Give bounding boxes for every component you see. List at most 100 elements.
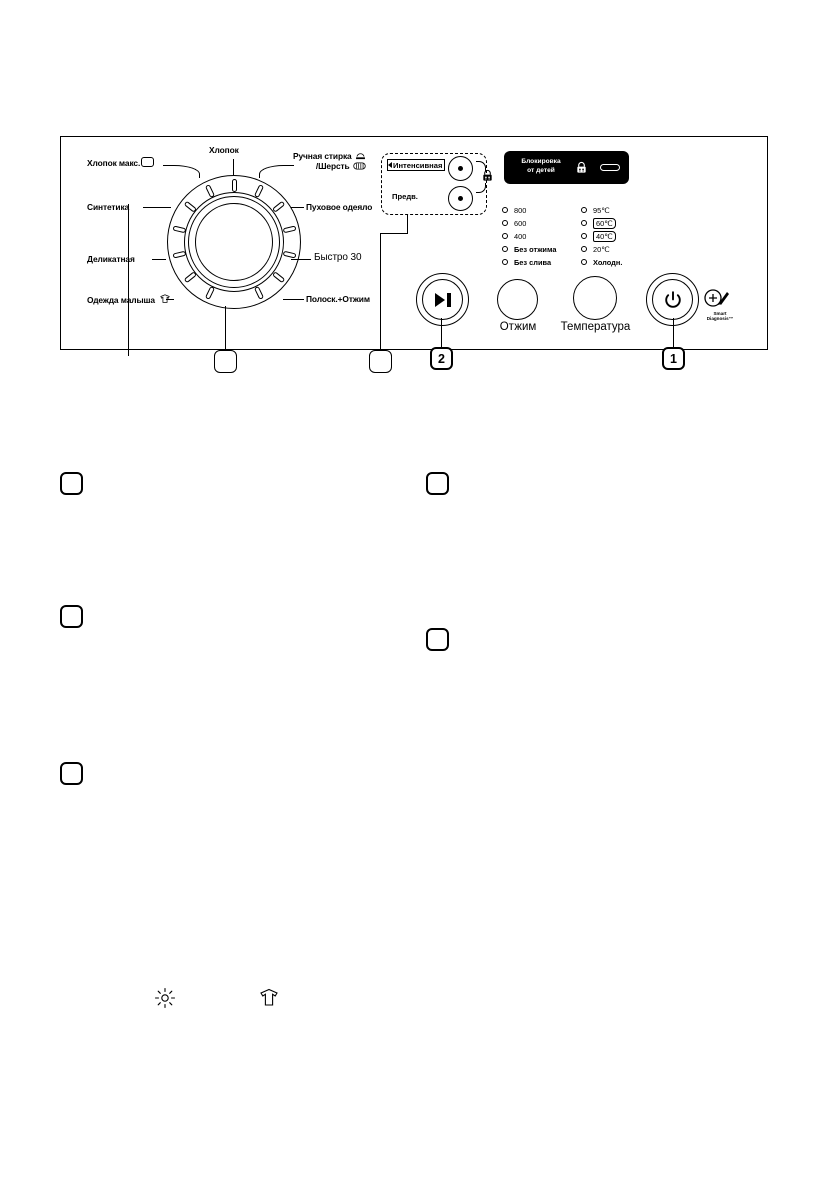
- led-label: 400: [514, 232, 527, 241]
- prewash-option-button[interactable]: [448, 186, 473, 211]
- dial-knob[interactable]: [195, 203, 273, 281]
- led-indicator: [502, 220, 508, 226]
- sparkle-icon: [154, 987, 176, 1009]
- spin-button-caption: Отжим: [499, 321, 537, 333]
- power-button[interactable]: [652, 279, 693, 320]
- led-label: 800: [514, 206, 527, 215]
- leader-line-synthetics: [143, 207, 171, 209]
- program-selector-dial[interactable]: [167, 175, 301, 309]
- dial-label-duvet: Пуховое одеяло: [306, 202, 373, 212]
- lock-brace-top: [476, 161, 486, 171]
- callout-line-1: [673, 318, 675, 352]
- dial-mid-ring: [184, 192, 284, 292]
- leader-line-delicate: [152, 259, 166, 261]
- led-row[interactable]: Без отжима: [502, 245, 556, 258]
- section-marker-c[interactable]: [60, 605, 83, 628]
- pause-bar: [447, 292, 451, 307]
- start-pause-outer-ring: [416, 273, 469, 326]
- callout-line-2: [441, 318, 443, 352]
- spin-speed-indicators: 800 600 400 Без отжима Без слива: [502, 206, 556, 271]
- temperature-button[interactable]: [573, 276, 617, 320]
- spin-button[interactable]: [497, 279, 538, 320]
- lcd-line-1: Блокировка: [521, 158, 561, 165]
- lcd-display: Блокировка от детей: [504, 151, 629, 184]
- option-buttons-group: [381, 153, 487, 215]
- leader-line-baby-clothes: [166, 299, 174, 301]
- section-marker-e[interactable]: [60, 762, 83, 785]
- dial-label-quick30: Быстро 30: [314, 252, 362, 263]
- callout-line-dial: [225, 306, 227, 352]
- callout-marker-1[interactable]: 1: [662, 347, 685, 370]
- prewash-option-label: Предв.: [392, 192, 418, 201]
- dial-label-cotton-max: Хлопок макс.: [87, 157, 155, 168]
- led-indicator: [581, 220, 587, 226]
- washer-control-panel: Хлопок Хлопок макс. Синтетика Деликатная…: [60, 136, 768, 356]
- callout-marker-2[interactable]: 2: [430, 347, 453, 370]
- led-row[interactable]: 20℃: [581, 245, 622, 258]
- dial-label-handwash-wool: Ручная стирка /Шерсть: [293, 151, 366, 171]
- dial-label-rinse-spin: Полоск.+Отжим: [306, 294, 370, 304]
- dial-pointer-line: [128, 204, 130, 356]
- leader-line-rinse-spin: [283, 299, 304, 301]
- lock-brace-bottom: [476, 183, 486, 193]
- led-row[interactable]: 600: [502, 219, 556, 232]
- led-label: Без слива: [514, 258, 552, 267]
- sparkle-icon-wrap: [152, 985, 178, 1016]
- led-label: Холодн.: [593, 258, 623, 267]
- led-row[interactable]: 800: [502, 206, 556, 219]
- section-marker-b[interactable]: [426, 472, 449, 495]
- temperature-indicators: 95℃ 60℃ 40℃ 20℃ Холодн.: [581, 206, 622, 271]
- temperature-button-caption: Температура: [560, 321, 631, 333]
- led-indicator: [581, 246, 587, 252]
- led-indicator: [502, 246, 508, 252]
- leader-line-cotton-max: [163, 165, 200, 178]
- intensive-option-label: Интенсивная: [387, 159, 446, 171]
- intensive-option-text: Интенсивная: [393, 160, 443, 170]
- lcd-child-lock-label: Блокировка от детей: [515, 158, 567, 175]
- section-marker-d[interactable]: [426, 628, 449, 651]
- leader-line-handwash: [259, 165, 294, 178]
- smart-diagnosis-caption: Smart Diagnosis™: [697, 311, 743, 322]
- led-row[interactable]: 400: [502, 232, 556, 245]
- power-icon: [664, 290, 681, 308]
- hand-wash-icon: [355, 153, 365, 160]
- dial-label-handwash-text: Ручная стирка: [293, 151, 352, 161]
- dial-label-synthetics: Синтетика: [87, 202, 130, 212]
- segment-pill: [600, 164, 620, 171]
- play-pause-icon: [434, 292, 451, 307]
- section-marker-a[interactable]: [60, 472, 83, 495]
- smart-diagnosis-line-1: Smart: [713, 311, 727, 316]
- led-label: 600: [514, 219, 527, 228]
- dial-label-baby-clothes-text: Одежда малыша: [87, 295, 155, 305]
- smart-diagnosis-line-2: Diagnosis™: [706, 316, 734, 322]
- dial-label-wool-text: /Шерсть: [315, 161, 350, 171]
- dial-label-cotton: Хлопок: [209, 145, 239, 155]
- led-row[interactable]: Холодн.: [581, 258, 622, 271]
- power-outer-ring: [646, 273, 699, 326]
- callout-marker-options[interactable]: [369, 350, 392, 373]
- dial-label-delicate: Деликатная: [87, 254, 135, 264]
- leader-line-quick30: [291, 259, 311, 261]
- callout-marker-dial[interactable]: [214, 350, 237, 373]
- led-row[interactable]: 60℃: [581, 218, 622, 232]
- led-indicator: [502, 207, 508, 213]
- dial-tick: [231, 179, 237, 192]
- cotton-max-icon: [141, 157, 155, 167]
- baby-clothes-icon: [260, 988, 278, 1006]
- led-row[interactable]: 40℃: [581, 231, 622, 245]
- led-row[interactable]: 95℃: [581, 206, 622, 219]
- play-triangle: [434, 292, 445, 307]
- led-label: Без отжима: [514, 245, 557, 254]
- baby-clothes-icon-wrap: [258, 988, 280, 1013]
- lcd-line-2: от детей: [527, 166, 555, 174]
- led-label: 60℃: [593, 218, 616, 229]
- led-indicator: [502, 259, 508, 265]
- dial-label-baby-clothes: Одежда малыша: [87, 294, 171, 305]
- start-pause-button[interactable]: [422, 279, 463, 320]
- led-label: 20℃: [593, 245, 610, 254]
- intensive-option-button[interactable]: [448, 156, 473, 181]
- led-indicator: [581, 233, 587, 239]
- led-row[interactable]: Без слива: [502, 258, 556, 271]
- led-indicator: [581, 207, 587, 213]
